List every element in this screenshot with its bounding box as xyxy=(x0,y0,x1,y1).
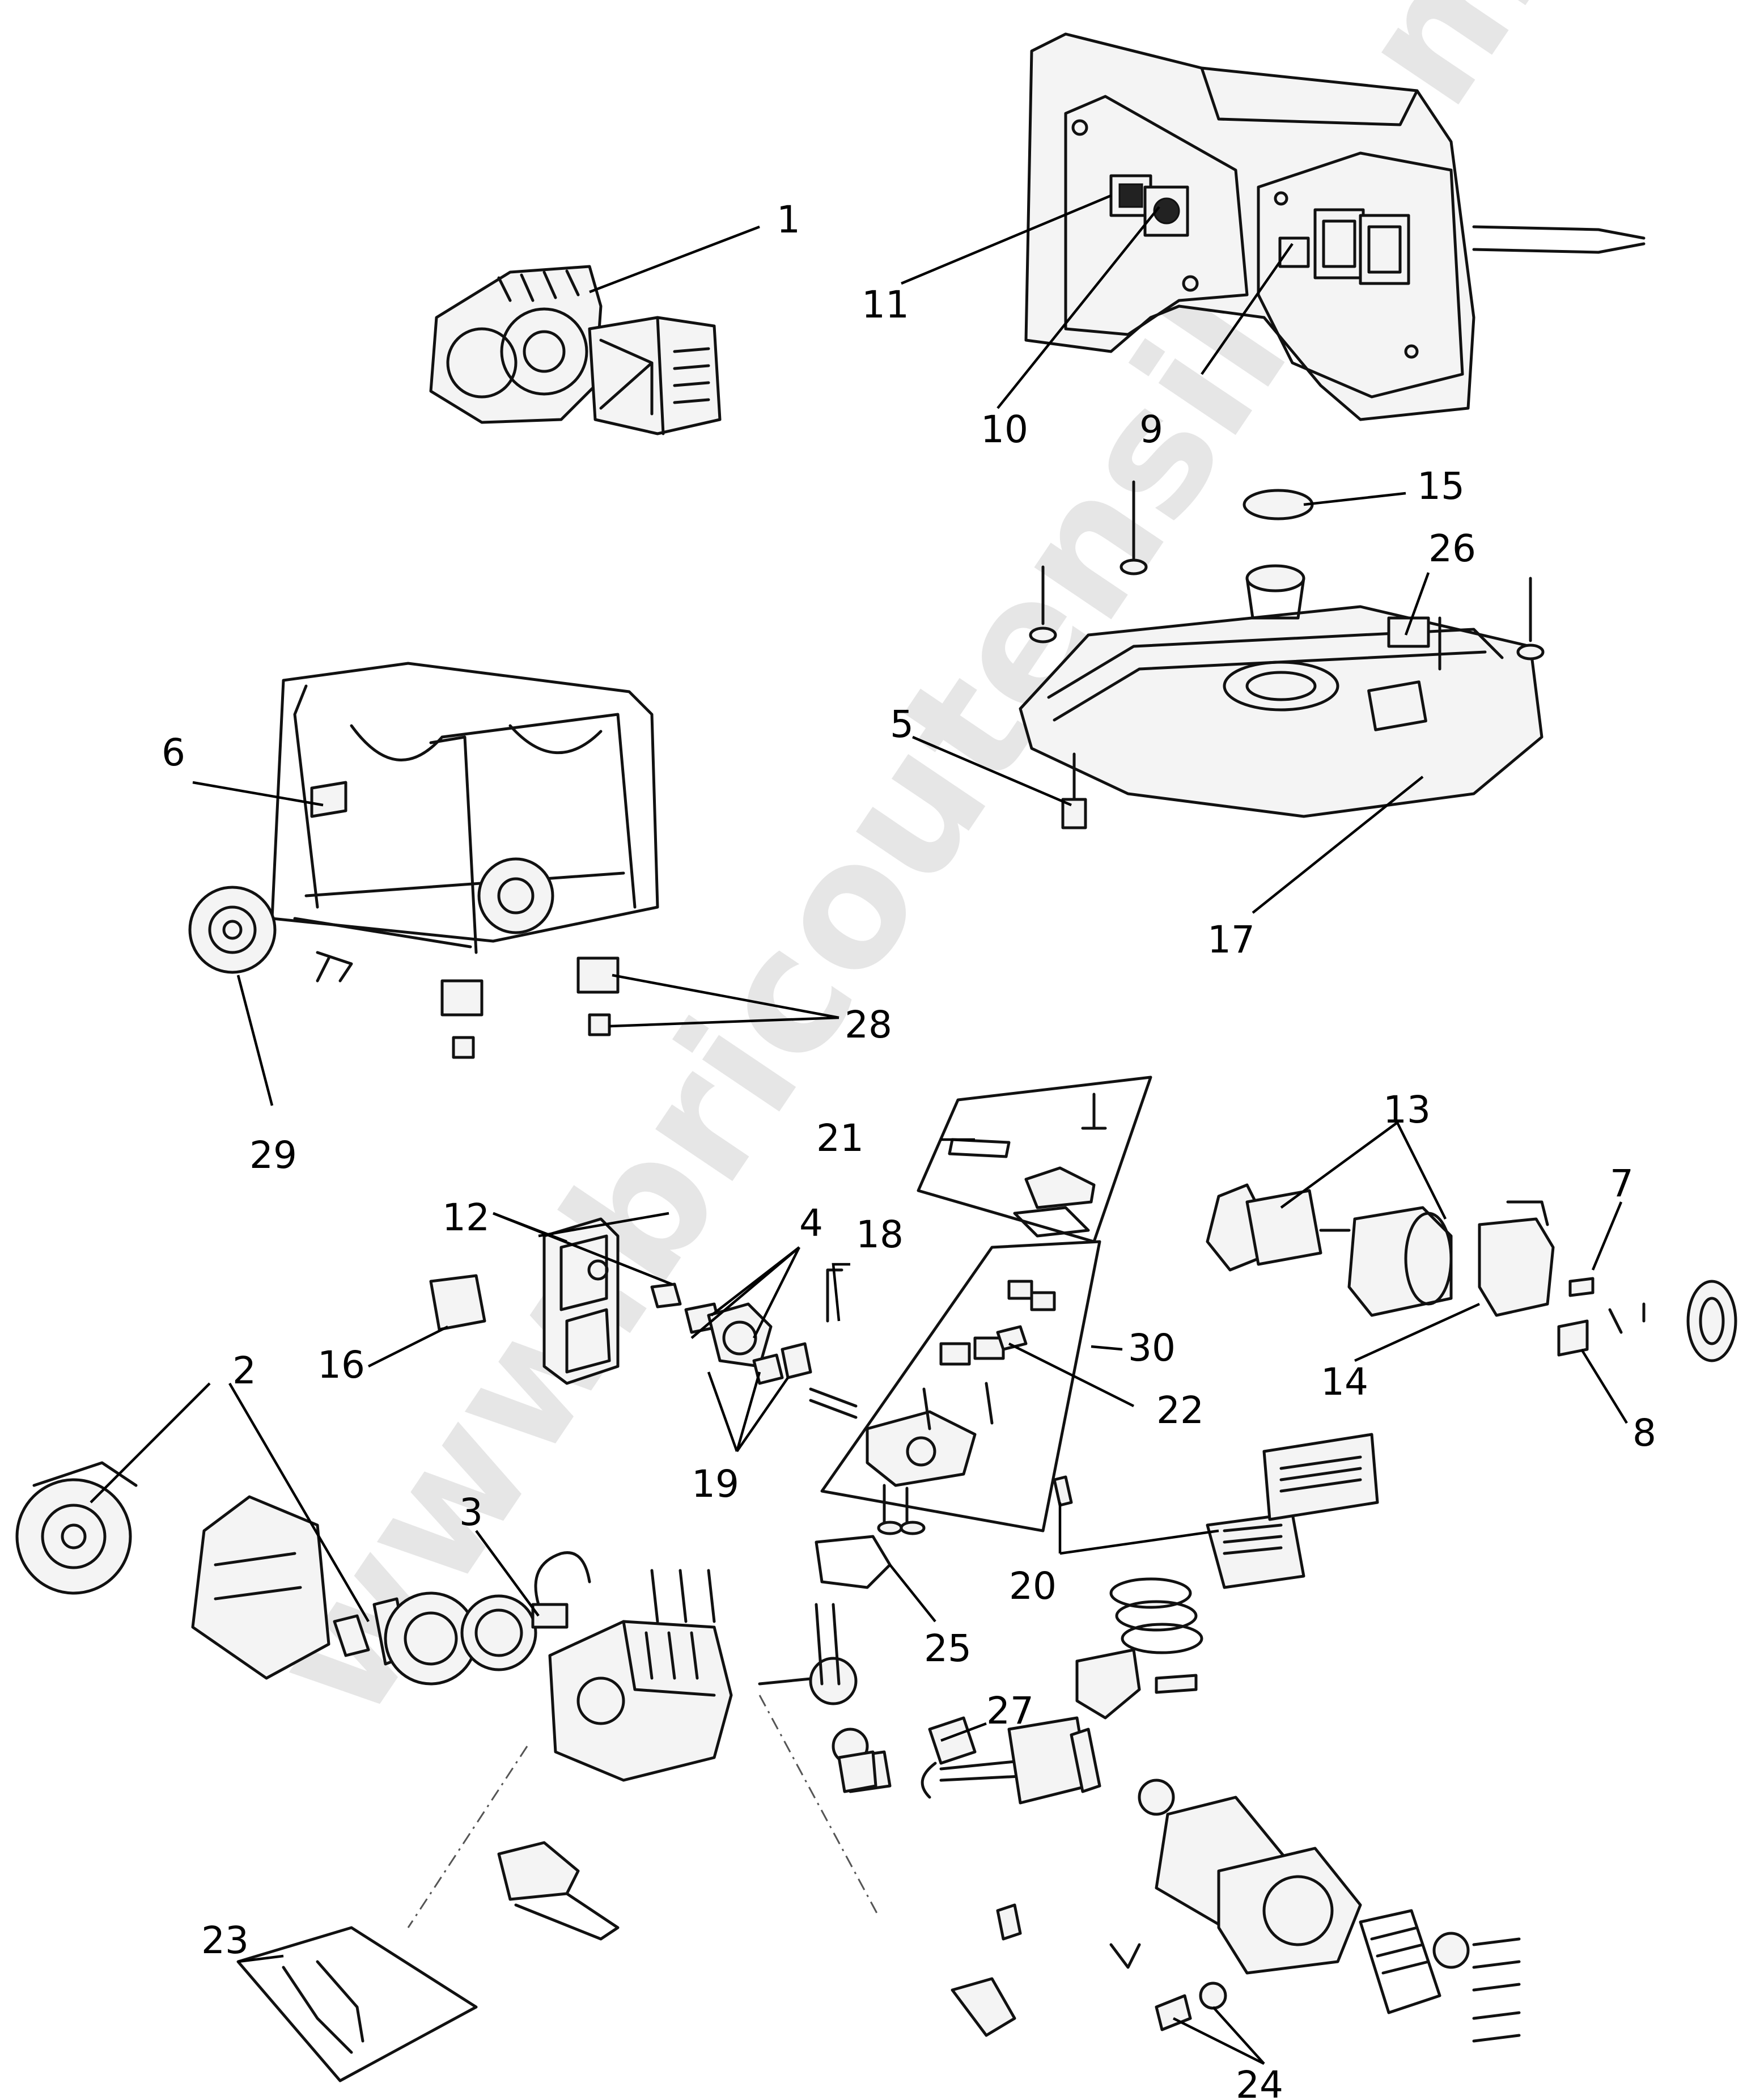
callout-24: 24 xyxy=(1236,2063,1283,2100)
air-filter-carburettor xyxy=(429,1217,858,1419)
callout-25: 25 xyxy=(924,1627,972,1670)
callout-11: 11 xyxy=(862,283,909,327)
callout-19: 19 xyxy=(692,1462,739,1506)
callout-21: 21 xyxy=(816,1116,864,1160)
callout-3: 3 xyxy=(459,1491,483,1534)
callout-9: 9 xyxy=(1139,408,1163,451)
callout-5: 5 xyxy=(890,702,914,746)
callout-15: 15 xyxy=(1417,464,1465,508)
callout-1: 1 xyxy=(777,198,800,242)
callout-6: 6 xyxy=(162,731,185,774)
callout-17: 17 xyxy=(1207,918,1255,962)
callout-18: 18 xyxy=(856,1213,904,1256)
control-panel xyxy=(1024,32,1646,421)
callout-13: 13 xyxy=(1383,1088,1431,1132)
callout-labels: 1 2 3 4 5 6 7 8 9 10 11 12 13 14 15 16 1… xyxy=(162,198,1656,2100)
callout-26: 26 xyxy=(1428,527,1476,570)
callout-14: 14 xyxy=(1321,1360,1368,1404)
callout-30: 30 xyxy=(1128,1326,1176,1370)
callout-23: 23 xyxy=(201,1919,249,1962)
callout-28: 28 xyxy=(845,1003,892,1047)
engine-assembly xyxy=(429,265,722,435)
cylinder-head-group xyxy=(820,1076,1152,1535)
fuel-tank xyxy=(1019,480,1545,829)
callout-2: 2 xyxy=(232,1349,256,1392)
callout-16: 16 xyxy=(317,1343,365,1387)
callout-22: 22 xyxy=(1156,1388,1204,1432)
callout-8: 8 xyxy=(1632,1411,1656,1455)
callout-12: 12 xyxy=(442,1196,490,1239)
leader-lines xyxy=(90,194,1628,2065)
callout-7: 7 xyxy=(1610,1162,1634,1205)
callout-29: 29 xyxy=(249,1133,297,1177)
engine-block-lower xyxy=(15,1433,1521,2082)
frame-assembly xyxy=(188,662,659,1059)
callout-20: 20 xyxy=(1009,1564,1057,1608)
callout-4: 4 xyxy=(799,1201,823,1245)
alternator-assembly xyxy=(1206,1183,1737,1362)
callout-27: 27 xyxy=(986,1689,1034,1733)
callout-10: 10 xyxy=(981,408,1028,451)
